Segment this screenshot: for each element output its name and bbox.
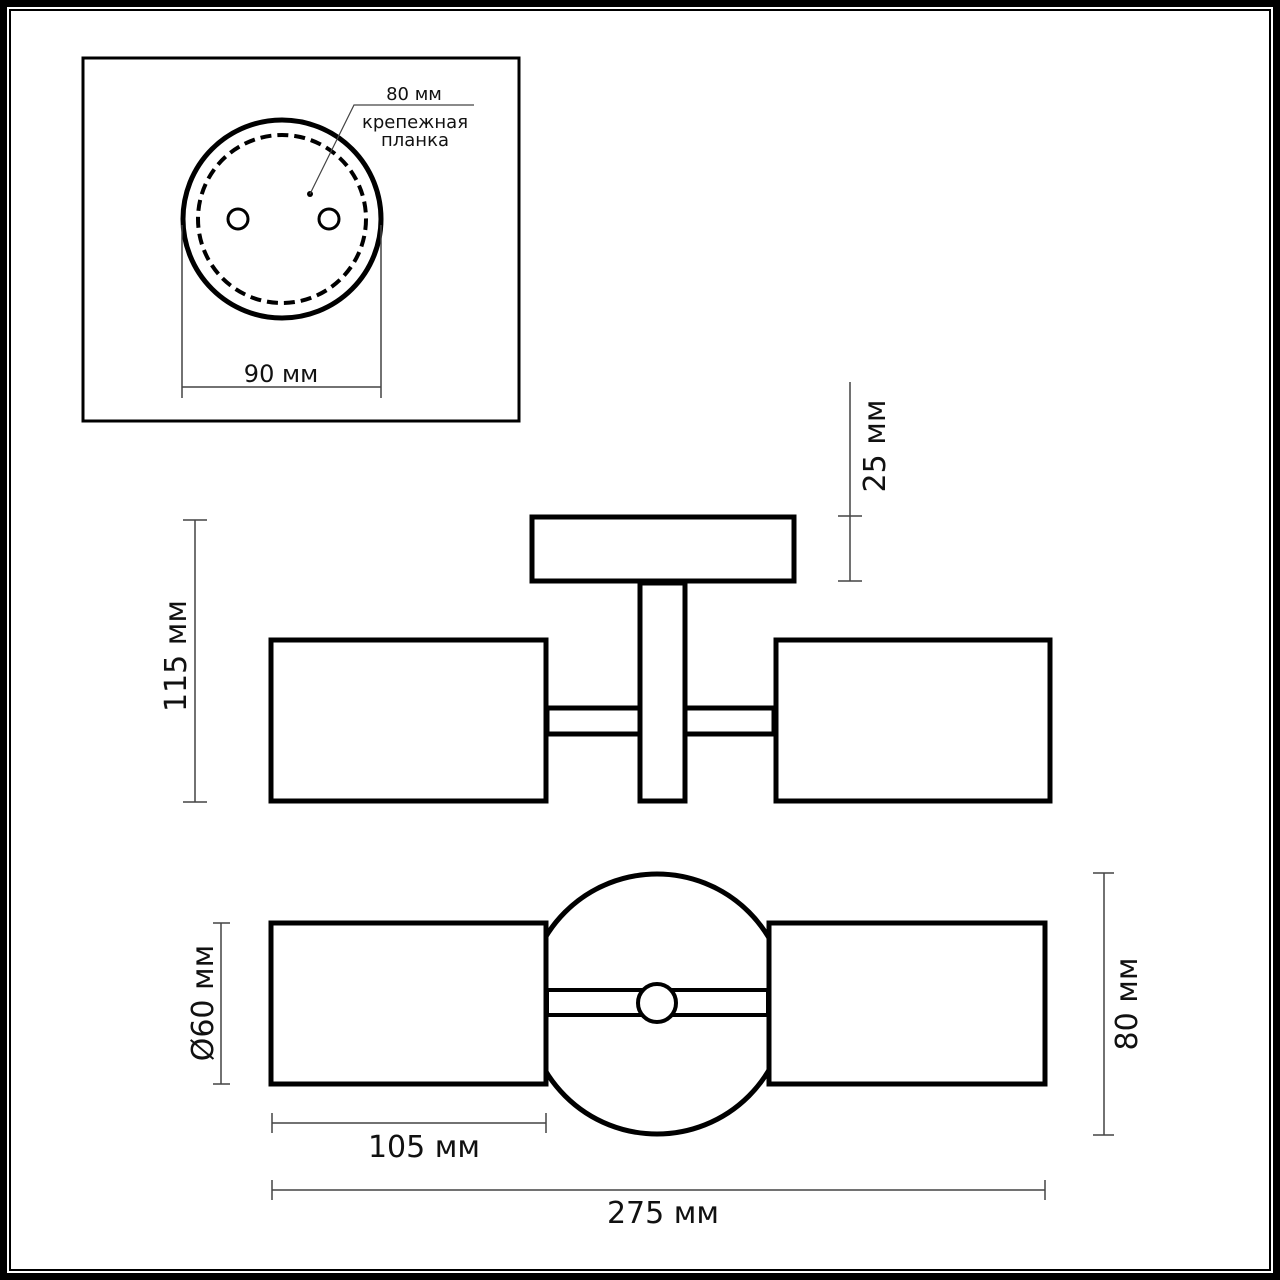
side-view: 115 мм 25 мм: [159, 382, 1053, 804]
callout-label-line2: планка: [381, 130, 449, 151]
inset-box: [81, 56, 521, 423]
shade-diameter-label: Ø60 мм: [186, 945, 221, 1062]
mount-plate-outer-circle: [180, 117, 384, 321]
shade-left-side: [268, 637, 549, 804]
mounting-bar-dashed-circle: [196, 133, 368, 305]
total-length-label: 275 мм: [607, 1196, 719, 1231]
shade-length-label: 105 мм: [368, 1130, 480, 1165]
canopy-height-label: 25 мм: [858, 400, 893, 493]
inner-frame: [9, 9, 1271, 1271]
bottom-view: Ø60 мм 105 мм 275 мм 80 мм: [186, 871, 1145, 1231]
mounting-bar-dimension-label: 80 мм: [386, 84, 442, 105]
center-hub: [636, 982, 678, 1024]
shade-left-bottom: [268, 920, 549, 1087]
arm-right-side: [682, 705, 777, 737]
height-label: 115 мм: [159, 600, 194, 712]
callout-label-line1: крепежная: [362, 112, 468, 133]
canopy-side: [529, 514, 797, 584]
screw-hole-right: [317, 207, 341, 231]
callout-leader-line: [309, 104, 474, 195]
shade-right-side: [773, 637, 1053, 804]
screw-hole-left: [226, 207, 250, 231]
mount-plate-inset: 80 мм крепежная планка 90 мм: [81, 56, 521, 423]
canopy-diameter-label: 80 мм: [1110, 958, 1145, 1051]
arm-left-side: [544, 705, 643, 737]
outer-diameter-label: 90 мм: [244, 360, 318, 388]
shade-right-bottom: [766, 920, 1048, 1087]
stem-side: [637, 580, 688, 804]
